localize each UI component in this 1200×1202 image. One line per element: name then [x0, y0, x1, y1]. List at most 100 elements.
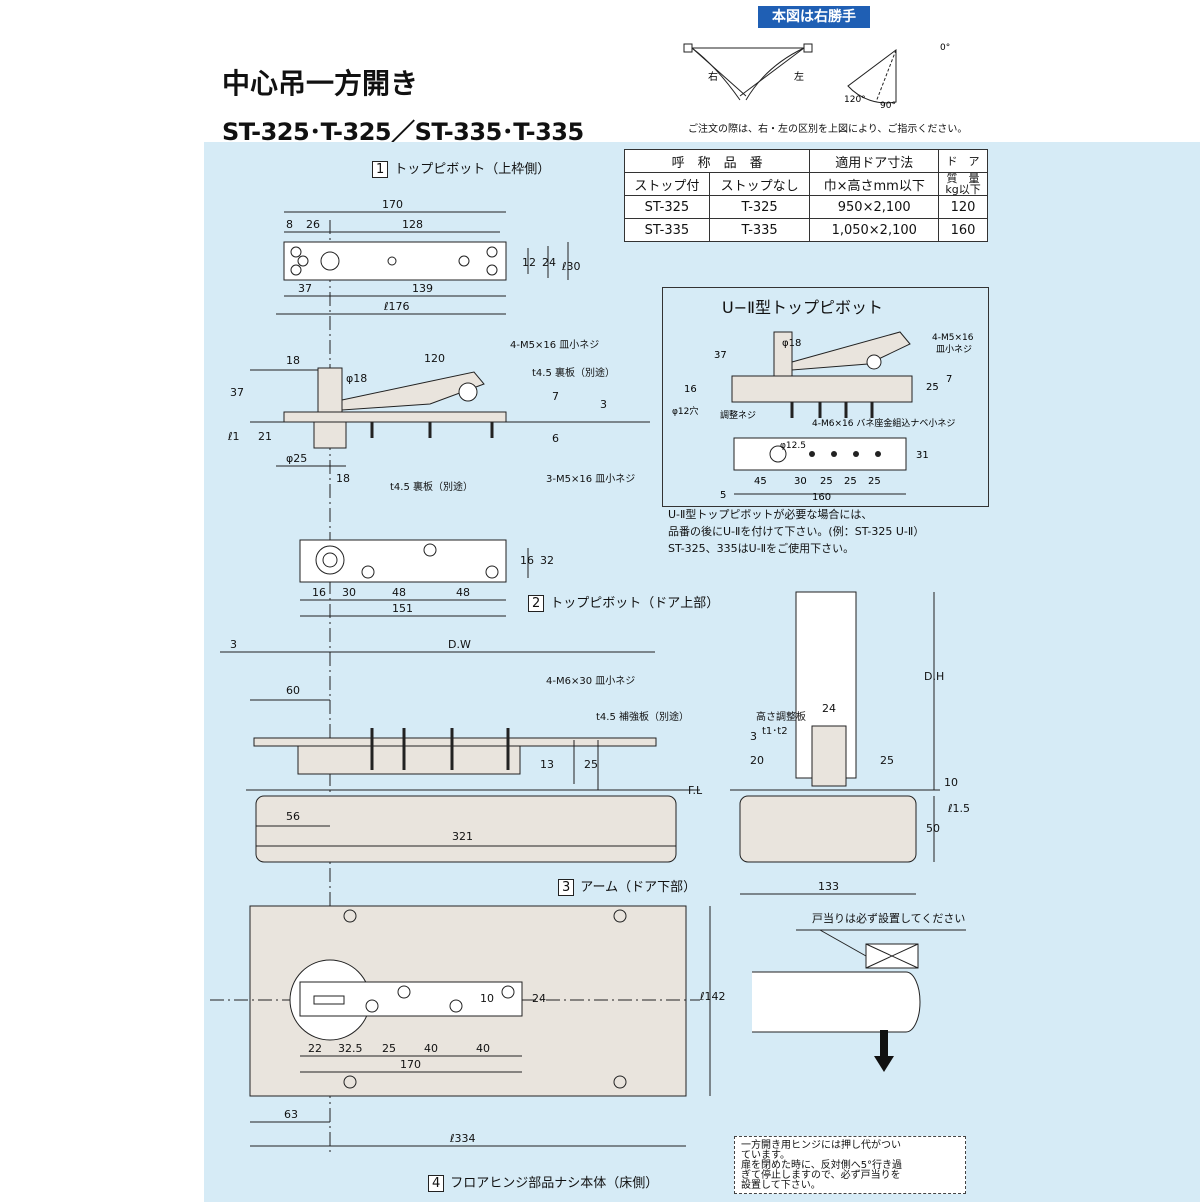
caption-top-pivot-frame: 1 トップピボット（上枠側）	[372, 158, 550, 178]
label-right: 右	[708, 70, 718, 83]
u2-plan-hole	[769, 445, 787, 463]
screw-hole	[423, 543, 437, 557]
dim-text: 50	[926, 822, 940, 835]
dim-text: 10	[480, 992, 494, 1005]
dim-text: 48	[392, 586, 406, 599]
dim-text: 21	[258, 430, 272, 443]
u2-d125: φ12.5	[780, 441, 806, 451]
dim-text: 16	[312, 586, 326, 599]
screw-hole	[397, 985, 411, 999]
door-stop-cross	[865, 943, 919, 969]
pivot-pin	[317, 367, 343, 413]
caption-number: 1	[372, 161, 389, 178]
screw-hole	[387, 256, 397, 266]
arm-body	[297, 745, 521, 775]
spec-cell-stop: ST-325	[624, 195, 710, 219]
dim-text: 18	[336, 472, 350, 485]
dim-text: 37	[230, 386, 244, 399]
mount-screw	[613, 909, 627, 923]
door-pivot-bearing	[315, 545, 345, 575]
dim-text: 24	[542, 256, 556, 269]
u2-note-line: ST-325、335はU-Ⅱをご使用下さい。	[668, 542, 855, 555]
caption-floor-hinge: 4 フロアヒンジ部品ナシ本体（床側）	[428, 1172, 658, 1192]
caption-text: フロアヒンジ部品ナシ本体（床側）	[450, 1176, 659, 1191]
u2-d16: 16	[684, 384, 697, 395]
caption-number: 3	[558, 879, 575, 896]
plate-label: t4.5 裏板（別途）	[390, 480, 473, 493]
swing-leaf-left	[739, 47, 805, 97]
plate-label: t4.5 裏板（別途）	[532, 366, 615, 379]
spec-h-size: 適用ドア寸法	[809, 149, 940, 173]
dim-text: 3	[600, 398, 607, 411]
u2-note-line: 品番の後にU-Ⅱを付けて下さい。(例：ST-325 U-Ⅱ）	[668, 525, 925, 538]
handing-diagram: 右 左 0° 90° 120°	[683, 43, 950, 111]
dim-text: ℓ334	[449, 1132, 476, 1145]
screw-hole	[486, 264, 498, 276]
dim-text: 321	[452, 830, 473, 843]
dim-text: 60	[286, 684, 300, 697]
door-leaf-plan	[752, 971, 921, 1033]
dim-text: 40	[476, 1042, 490, 1055]
pivot-hole	[320, 251, 340, 271]
dim-text: 170	[382, 198, 403, 211]
door-pivot-bearing-inner	[322, 552, 338, 568]
screw-hole	[458, 255, 470, 267]
caption-number: 4	[428, 1175, 445, 1192]
caption-text: トップピボット（上枠側）	[394, 162, 551, 177]
u2-d18: φ18	[782, 338, 801, 349]
u2-pin	[773, 331, 793, 377]
spec-h-weight-a: ド ア	[938, 149, 988, 173]
u2-screw-bot: 4-M6×16 バネ座金組込ナベ小ネジ	[812, 417, 955, 429]
page-title: 中心吊一方開き	[222, 67, 419, 100]
dim-text: ℓ30	[561, 260, 581, 273]
pivot-roller	[458, 382, 478, 402]
spec-table: 呼 称 品 番 適用ドア寸法 ド ア ストップ付 ストップなし 巾×高さmm以下…	[623, 149, 988, 242]
angle-sector	[847, 49, 897, 104]
u2-drawing: φ18 37 16 25 7 4-M5×16 皿小ネジ φ12穴 調整ネジ 4-…	[672, 331, 974, 503]
spec-cell-dim: 1,050×2,100	[809, 218, 940, 242]
u2-screw-top: 4-M5×16	[932, 333, 974, 343]
dim-text: 6	[552, 432, 559, 445]
dim-text: 120	[424, 352, 445, 365]
u2-hole: φ12穴	[672, 405, 698, 417]
dim-text: 18	[286, 354, 300, 367]
u2-note-line: U-Ⅱ型トップピボットが必要な場合には、	[668, 508, 873, 521]
dim-text: 170	[400, 1058, 421, 1071]
angle-0-label: 0°	[940, 43, 950, 53]
u2-plan-screw	[809, 451, 815, 457]
note-line: 扉を閉めた時に、反対側へ5°行き過	[741, 1160, 903, 1171]
note-line: ぎて停止しますので、必ず戸当りを	[741, 1170, 901, 1181]
dim-text: 10	[944, 776, 958, 789]
dim-text: 151	[392, 602, 413, 615]
u2-body	[731, 375, 913, 403]
angle-90-line	[875, 49, 897, 103]
u2-arm	[791, 331, 911, 371]
dim-text: ℓ1.5	[947, 802, 970, 815]
u2-d25a: 25	[820, 476, 833, 487]
u2-d5: 5	[720, 490, 726, 501]
dim-text: 22	[308, 1042, 322, 1055]
spec-h-weight-b: 質 量	[946, 172, 980, 185]
door-stop-leader	[819, 929, 867, 957]
dim-text: 20	[750, 754, 764, 767]
spec-cell-stop: ST-335	[624, 218, 710, 242]
spec-header-row-1: 呼 称 品 番 適用ドア寸法 ド ア	[623, 149, 988, 173]
screw-hole	[365, 999, 379, 1013]
end-body	[739, 795, 917, 863]
u2-d31: 31	[916, 450, 929, 461]
dim-text: 3	[750, 730, 757, 743]
pivot-arm	[341, 371, 485, 411]
screw-label: 4-M5×16 皿小ネジ	[510, 339, 599, 351]
dim-text: 16	[520, 554, 534, 567]
u2-d160: 160	[812, 492, 831, 503]
door-stop-label: 戸当りは必ず設置してください	[812, 911, 965, 925]
label-left: 左	[794, 70, 804, 83]
dim-text: φ18	[346, 372, 367, 385]
top-pivot-plate	[283, 241, 507, 281]
screw-label: 4-M6×30 皿小ネジ	[546, 675, 635, 687]
spec-cell-dim: 950×2,100	[809, 195, 940, 219]
table-row: ST-335 T-335 1,050×2,100 160	[624, 218, 988, 242]
mount-screw	[613, 1075, 627, 1089]
